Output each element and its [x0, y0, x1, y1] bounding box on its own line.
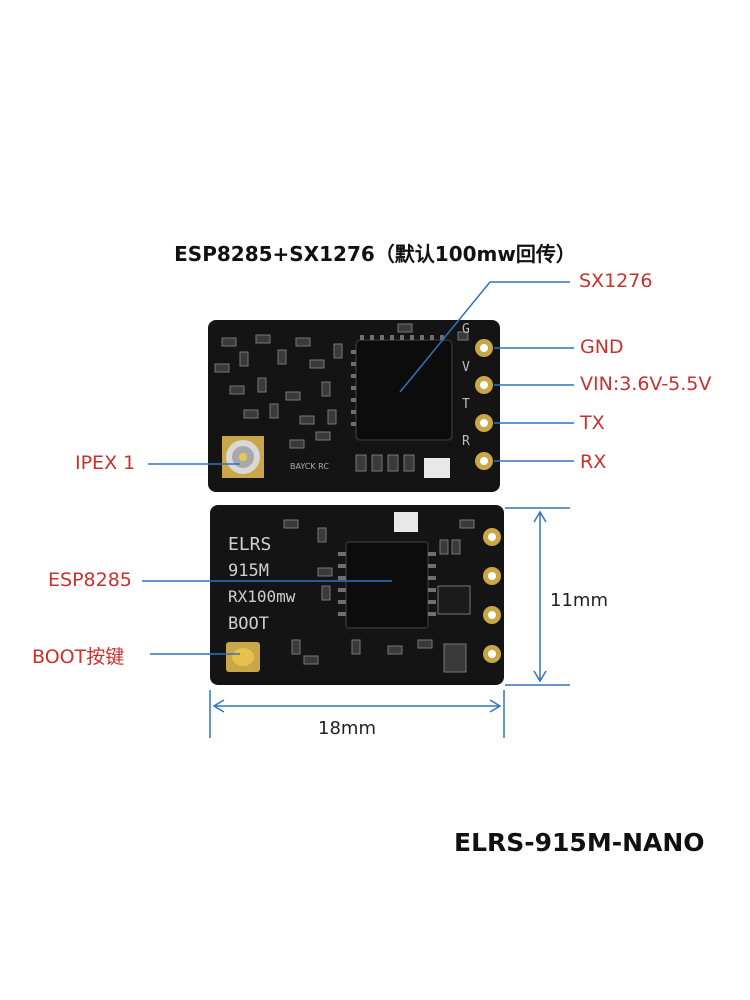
label-sx1276: SX1276 [579, 270, 653, 292]
sx1276-chip [355, 339, 453, 441]
label-ipex: IPEX 1 [75, 452, 136, 474]
silk-pin-v: V [462, 360, 470, 375]
label-tx: TX [580, 412, 605, 434]
silk-boot: BOOT [228, 614, 269, 634]
label-vin: VIN:3.6V-5.5V [580, 373, 712, 395]
silk-brand: BAYCK RC [290, 462, 329, 471]
label-boot: BOOT按键 [32, 646, 125, 668]
dimension-height: 11mm [550, 590, 608, 611]
bottom-led [394, 512, 418, 532]
boot-button-pad [226, 642, 260, 672]
model-name: ELRS-915M-NANO [454, 828, 705, 857]
silk-pin-r: R [462, 434, 470, 449]
bottom-pin-pads [483, 528, 501, 663]
silk-elrs: ELRS [228, 534, 272, 555]
silk-pin-t: T [462, 397, 470, 412]
silk-rx100mw: RX100mw [228, 587, 296, 606]
ipex-connector [222, 436, 264, 478]
esp8285-chip [345, 541, 429, 629]
silk-pin-g: G [462, 322, 470, 337]
label-rx: RX [580, 451, 607, 473]
top-pin-pads [475, 339, 493, 470]
product-title: ESP8285+SX1276（默认100mw回传） [174, 242, 576, 266]
silk-915m: 915M [228, 561, 269, 581]
dimension-width: 18mm [318, 718, 376, 739]
label-gnd: GND [580, 336, 624, 358]
leader-sx1276 [399, 281, 491, 393]
status-led [424, 458, 450, 478]
label-esp8285: ESP8285 [48, 569, 132, 591]
